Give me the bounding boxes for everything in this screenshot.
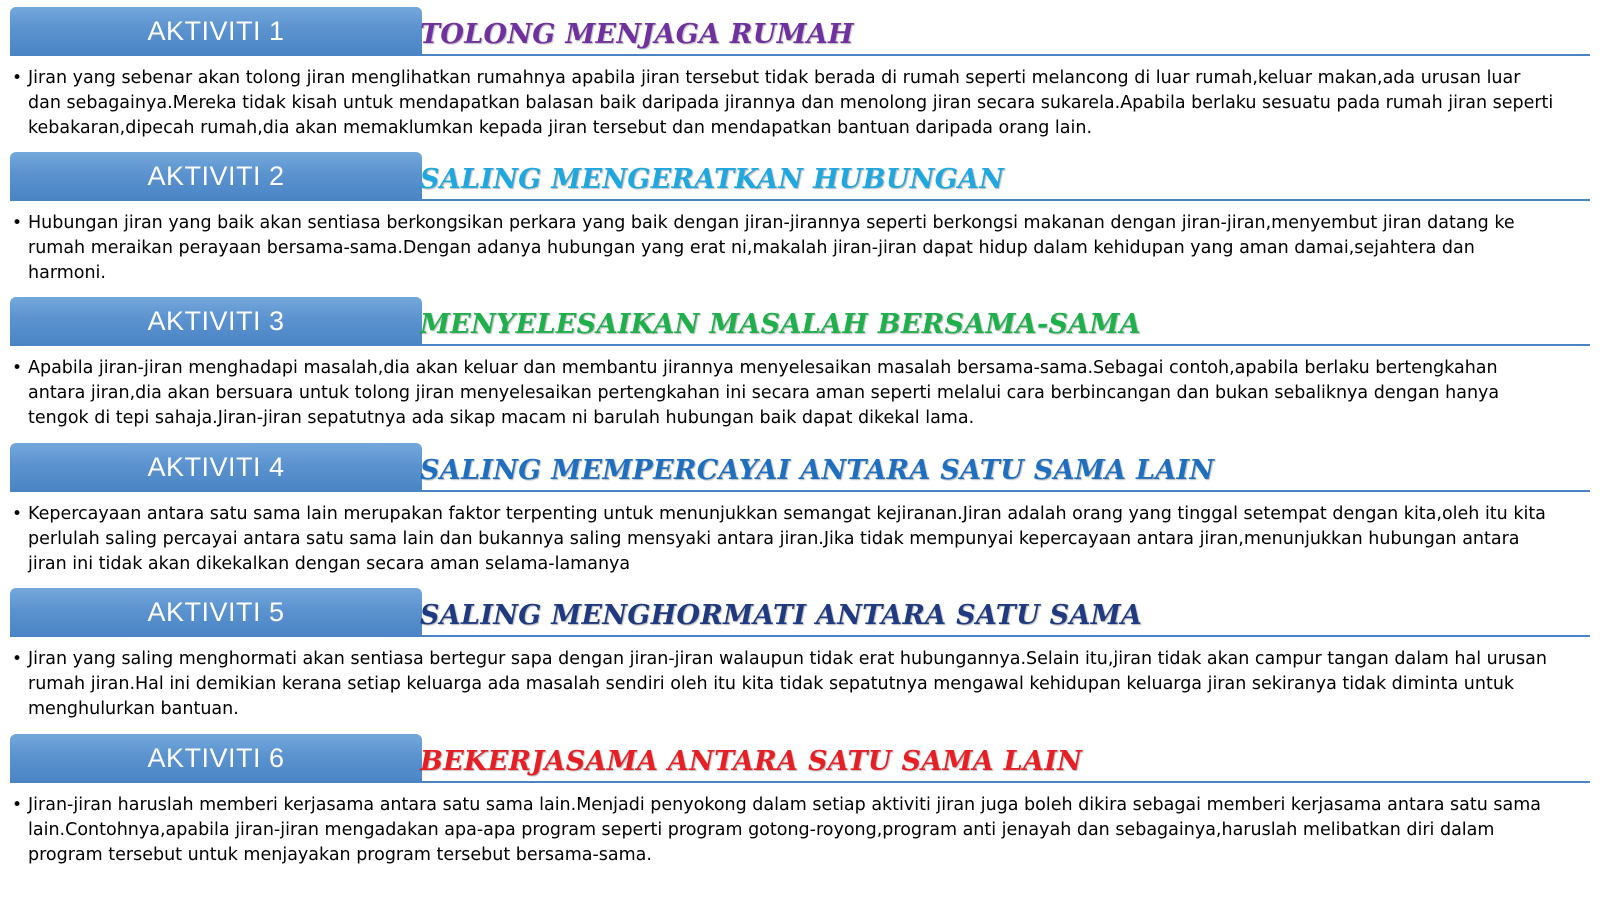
activity-section-4: AKTIVITI 4 SALING MEMPERCAYAI ANTARA SAT… — [10, 443, 1590, 577]
activity-description: • Jiran yang saling menghormati akan sen… — [10, 647, 1558, 722]
activity-section-3: AKTIVITI 3 MENYELESAIKAN MASALAH BERSAMA… — [10, 297, 1590, 431]
activity-text: Kepercayaan antara satu sama lain merupa… — [28, 504, 1546, 574]
header-divider — [10, 199, 1590, 201]
activity-description: • Kepercayaan antara satu sama lain meru… — [10, 502, 1558, 577]
activity-header: AKTIVITI 5 SALING MENGHORMATI ANTARA SAT… — [10, 588, 1590, 637]
activity-title: BEKERJASAMA ANTARA SATU SAMA LAIN — [420, 746, 1083, 777]
activity-description: • Hubungan jiran yang baik akan sentiasa… — [10, 211, 1558, 286]
bullet-icon: • — [12, 795, 23, 815]
activity-tab-label: AKTIVITI 6 — [10, 734, 422, 783]
activity-section-6: AKTIVITI 6 BEKERJASAMA ANTARA SATU SAMA … — [10, 734, 1590, 868]
activity-header: AKTIVITI 4 SALING MEMPERCAYAI ANTARA SAT… — [10, 443, 1590, 492]
activity-title: MENYELESAIKAN MASALAH BERSAMA-SAMA — [420, 309, 1141, 340]
activity-text: Jiran yang sebenar akan tolong jiran men… — [28, 68, 1554, 138]
bullet-icon: • — [12, 358, 23, 378]
bullet-icon: • — [12, 649, 23, 669]
activity-title: SALING MENGERATKAN HUBUNGAN — [420, 164, 1005, 195]
activity-title: SALING MENGHORMATI ANTARA SATU SAMA — [420, 600, 1143, 631]
header-divider — [10, 781, 1590, 783]
activity-description: • Jiran yang sebenar akan tolong jiran m… — [10, 66, 1558, 141]
activity-tab-label: AKTIVITI 3 — [10, 297, 422, 346]
activity-section-5: AKTIVITI 5 SALING MENGHORMATI ANTARA SAT… — [10, 588, 1590, 722]
activity-header: AKTIVITI 3 MENYELESAIKAN MASALAH BERSAMA… — [10, 297, 1590, 346]
activity-description: • Jiran-jiran haruslah memberi kerjasama… — [10, 793, 1558, 868]
activity-header: AKTIVITI 2 SALING MENGERATKAN HUBUNGAN — [10, 152, 1590, 201]
bullet-icon: • — [12, 213, 23, 233]
activity-description: • Apabila jiran-jiran menghadapi masalah… — [10, 356, 1558, 431]
activity-header: AKTIVITI 6 BEKERJASAMA ANTARA SATU SAMA … — [10, 734, 1590, 783]
activity-tab-label: AKTIVITI 4 — [10, 443, 422, 492]
header-divider — [10, 344, 1590, 346]
activity-title: SALING MEMPERCAYAI ANTARA SATU SAMA LAIN — [420, 455, 1215, 486]
activity-header: AKTIVITI 1 TOLONG MENJAGA RUMAH — [10, 7, 1590, 56]
bullet-icon: • — [12, 504, 23, 524]
bullet-icon: • — [12, 68, 23, 88]
activity-section-1: AKTIVITI 1 TOLONG MENJAGA RUMAH • Jiran … — [10, 7, 1590, 141]
activity-title: TOLONG MENJAGA RUMAH — [420, 19, 854, 50]
activity-text: Hubungan jiran yang baik akan sentiasa b… — [28, 213, 1515, 283]
activity-text: Apabila jiran-jiran menghadapi masalah,d… — [28, 358, 1500, 428]
activity-tab-label: AKTIVITI 2 — [10, 152, 422, 201]
header-divider — [10, 490, 1590, 492]
activity-text: Jiran-jiran haruslah memberi kerjasama a… — [28, 795, 1542, 865]
activity-tab-label: AKTIVITI 1 — [10, 7, 422, 56]
activity-section-2: AKTIVITI 2 SALING MENGERATKAN HUBUNGAN •… — [10, 152, 1590, 286]
activity-text: Jiran yang saling menghormati akan senti… — [28, 649, 1547, 719]
header-divider — [10, 54, 1590, 56]
activity-tab-label: AKTIVITI 5 — [10, 588, 422, 637]
header-divider — [10, 635, 1590, 637]
